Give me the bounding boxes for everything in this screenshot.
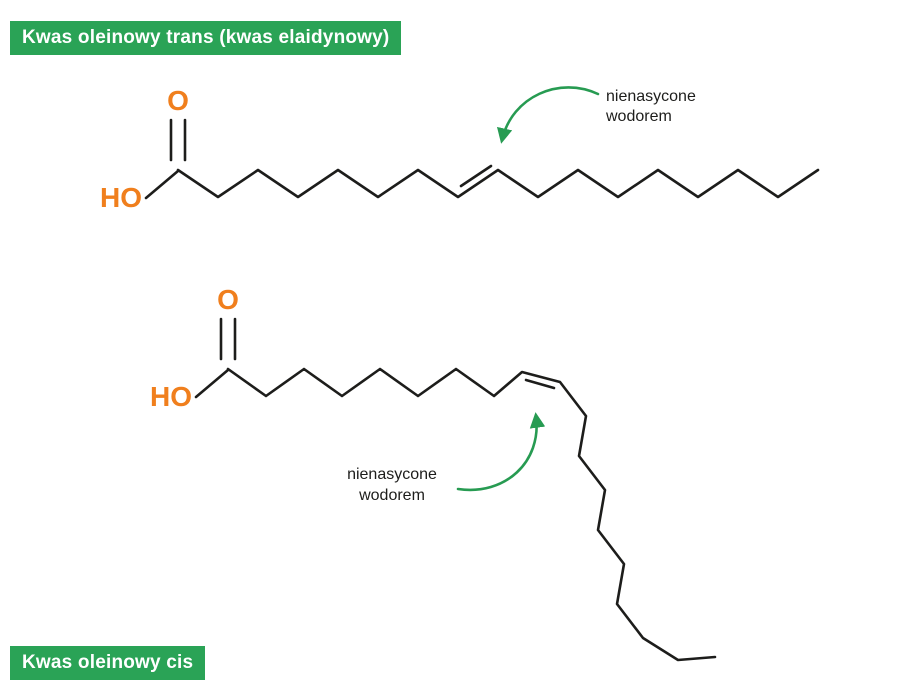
trans-hydroxyl-label: HO xyxy=(100,182,142,213)
cis-hydroxyl-label: HO xyxy=(150,381,192,412)
cis-annotation-line1: nienasycone xyxy=(347,466,437,483)
trans-carbonyl-oxygen-label: O xyxy=(167,85,189,116)
cis-annotation: nienasycone wodorem xyxy=(347,412,546,504)
title-badge-trans-label: Kwas oleinowy trans (kwas elaidynowy) xyxy=(22,27,390,48)
cis-hydroxyl-bond xyxy=(194,368,230,399)
trans-carbon-chain xyxy=(176,168,820,199)
title-badge-cis: Kwas oleinowy cis xyxy=(10,646,206,680)
trans-hydroxyl-bond xyxy=(144,169,180,200)
trans-annotation: nienasycone wodorem xyxy=(496,86,696,144)
cis-carbonyl-oxygen-label: O xyxy=(217,284,239,315)
cis-molecule: O HO nienasycone wodorem xyxy=(150,284,717,662)
trans-bonds xyxy=(144,118,820,200)
trans-annotation-line1: nienasycone xyxy=(606,88,696,105)
cis-annotation-arrow xyxy=(456,412,546,492)
cis-bonds xyxy=(194,317,717,662)
cis-carbon-chain xyxy=(226,367,717,662)
cis-alkene-double-bond-line xyxy=(524,378,556,390)
cis-annotation-line2: wodorem xyxy=(358,487,425,504)
trans-molecule: O HO nienasycone wodorem xyxy=(100,85,820,213)
trans-annotation-line2: wodorem xyxy=(605,108,672,125)
trans-alkene-double-bond-line xyxy=(459,164,493,188)
trans-annotation-arrow xyxy=(496,86,600,144)
title-badge-cis-label: Kwas oleinowy cis xyxy=(22,652,194,673)
title-badge-trans: Kwas oleinowy trans (kwas elaidynowy) xyxy=(10,21,402,55)
